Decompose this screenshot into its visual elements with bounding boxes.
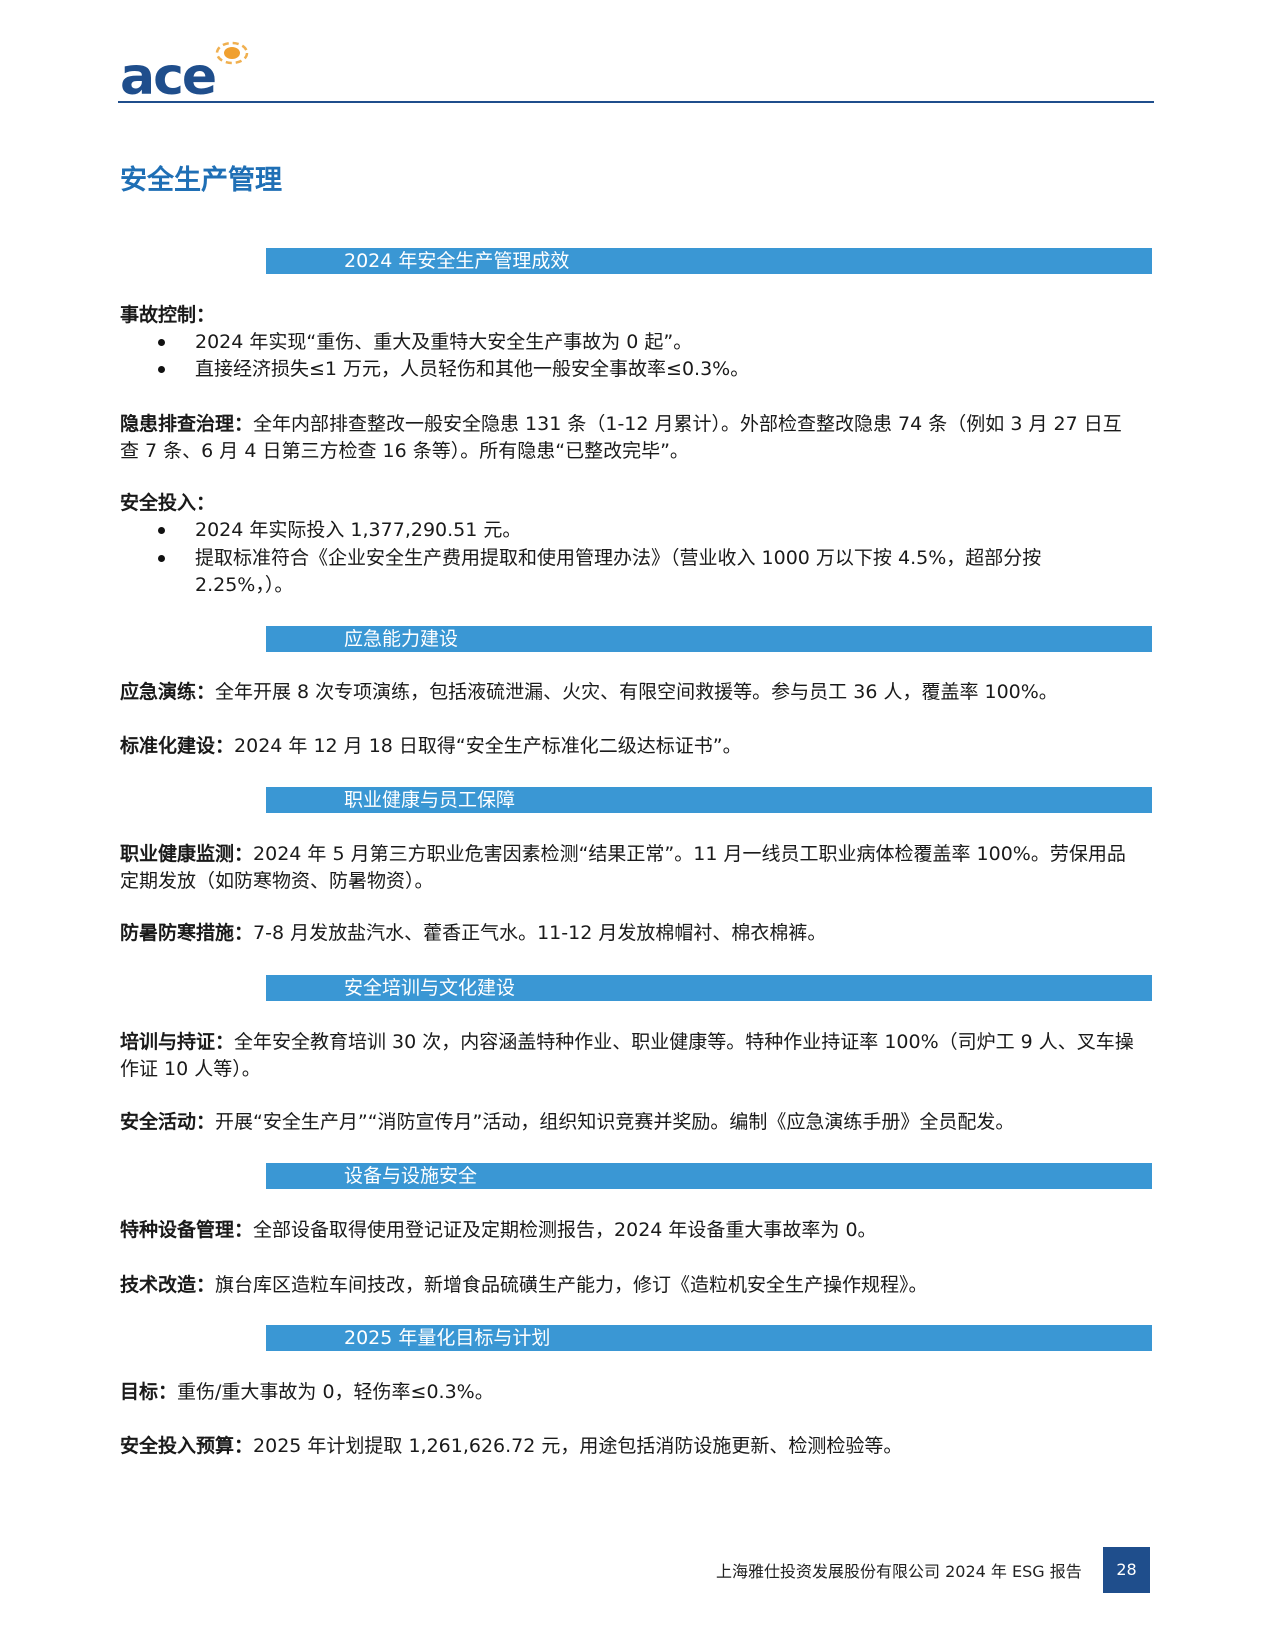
section-bar: 2024 年安全生产管理成效 [266, 248, 1152, 274]
goal-paragraph: 目标：重伤/重大事故为 0，轻伤率≤0.3%。 [120, 1381, 494, 1403]
section-bar: 应急能力建设 [266, 626, 1152, 652]
accident-label: 事故控制： [120, 304, 216, 326]
svg-text:ace: ace [120, 47, 215, 98]
footer-text: 上海雅仕投资发展股份有限公司 2024 年 ESG 报告 [716, 1562, 1082, 1581]
tech-paragraph: 技术改造：旗台库区造粒车间技改，新增食品硫磺生产能力，修订《造粒机安全生产操作规… [120, 1274, 928, 1296]
list-item: 提取标准符合《企业安全生产费用提取和使用管理办法》（营业收入 1000 万以下按… [195, 547, 1042, 596]
section-bar: 2025 年量化目标与计划 [266, 1325, 1152, 1351]
training-paragraph: 培训与持证：全年安全教育培训 30 次，内容涵盖特种作业、职业健康等。特种作业持… [120, 1031, 1134, 1080]
bullet-icon [158, 555, 165, 562]
list-item: 直接经济损失≤1 万元，人员轻伤和其他一般安全事故率≤0.3%。 [195, 358, 750, 380]
header-divider [118, 101, 1154, 103]
list-item: 2024 年实现“重伤、重大及重特大安全生产事故为 0 起”。 [195, 331, 693, 353]
section-bar: 安全培训与文化建设 [266, 975, 1152, 1001]
weather-paragraph: 防暑防寒措施：7-8 月发放盐汽水、藿香正气水。11-12 月发放棉帽衬、棉衣棉… [120, 922, 827, 944]
bullet-icon [158, 527, 165, 534]
activity-paragraph: 安全活动：开展“安全生产月”“消防宣传月”活动，组织知识竞赛并奖励。编制《应急演… [120, 1111, 1015, 1133]
section-bar: 设备与设施安全 [266, 1163, 1152, 1189]
bullet-icon [158, 366, 165, 373]
budget-paragraph: 安全投入预算：2025 年计划提取 1,261,626.72 元，用途包括消防设… [120, 1435, 903, 1457]
bullet-icon [158, 339, 165, 346]
page-number: 28 [1103, 1547, 1150, 1593]
hazard-paragraph: 隐患排查治理：全年内部排查整改一般安全隐患 131 条（1-12 月累计）。外部… [120, 413, 1122, 462]
health-paragraph: 职业健康监测：2024 年 5 月第三方职业危害因素检测“结果正常”。11 月一… [120, 843, 1126, 892]
drill-paragraph: 应急演练：全年开展 8 次专项演练，包括液硫泄漏、火灾、有限空间救援等。参与员工… [120, 681, 1058, 703]
section-bar: 职业健康与员工保障 [266, 787, 1152, 813]
standard-paragraph: 标准化建设：2024 年 12 月 18 日取得“安全生产标准化二级达标证书”。 [120, 735, 742, 757]
equipment-paragraph: 特种设备管理：全部设备取得使用登记证及定期检测报告，2024 年设备重大事故率为… [120, 1219, 877, 1241]
ace-logo: ace [120, 41, 249, 98]
investment-label: 安全投入： [120, 492, 216, 514]
list-item: 2024 年实际投入 1,377,290.51 元。 [195, 519, 522, 541]
page-title: 安全生产管理 [120, 165, 282, 196]
